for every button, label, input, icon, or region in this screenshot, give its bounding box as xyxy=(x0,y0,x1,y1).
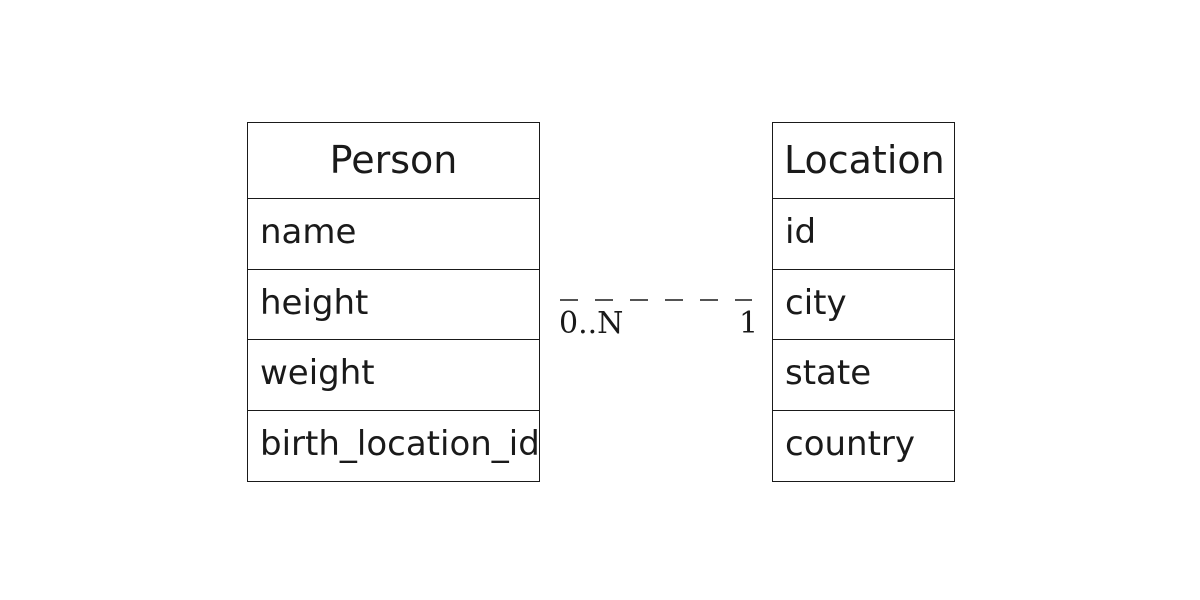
person-entity-title: Person xyxy=(248,123,539,199)
source-multiplicity-label: 0..N xyxy=(559,306,624,341)
person-field-birth-location-id: birth_location_id xyxy=(260,423,540,464)
person-field-height: height xyxy=(248,270,539,340)
person-field-weight: weight xyxy=(248,340,539,411)
person-entity[interactable]: Person name height weight birth_location… xyxy=(247,122,540,482)
location-field-id: id xyxy=(773,199,954,270)
target-multiplicity-label: 1 xyxy=(739,306,759,341)
person-field-name: name xyxy=(248,199,539,270)
location-field-country: country xyxy=(785,423,916,464)
location-field-city: city xyxy=(773,270,954,340)
location-entity-title: Location xyxy=(773,123,954,199)
location-field-state: state xyxy=(773,340,954,411)
location-entity[interactable]: Location id city state country xyxy=(772,122,955,482)
